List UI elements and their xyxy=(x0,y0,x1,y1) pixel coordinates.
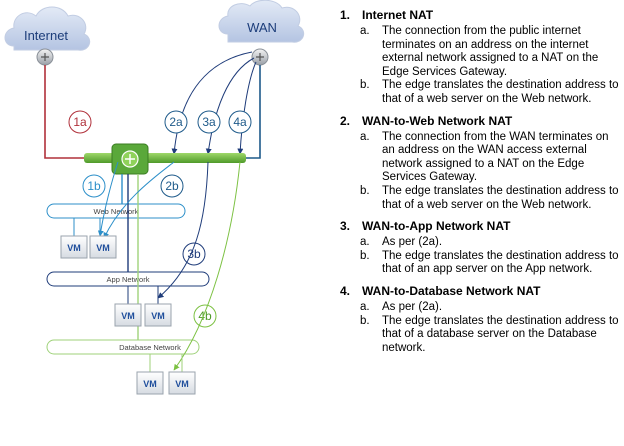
nat-section: 1. Internet NAT a. The connection from the … xyxy=(340,8,622,107)
edge-uplink-bar xyxy=(84,153,246,163)
svg-text:VM: VM xyxy=(143,379,157,389)
section-title: 4. WAN-to-Database Network NAT xyxy=(340,284,622,299)
arrow-3a xyxy=(205,57,255,155)
app-network-label: App Network xyxy=(107,275,150,284)
app-vm-stubs xyxy=(127,286,159,304)
nat-section: 4. WAN-to-Database Network NAT a. As per (2… xyxy=(340,284,622,355)
section-number: 1. xyxy=(340,8,351,22)
section-title-text: WAN-to-Database Network NAT xyxy=(362,283,541,298)
item-text: The edge translates the destination addr… xyxy=(382,249,619,276)
app-vm-1: VM xyxy=(114,303,142,327)
nat-description: 1. Internet NAT a. The connection from the … xyxy=(340,8,622,362)
svg-text:VM: VM xyxy=(175,379,189,389)
arrow-2a xyxy=(171,51,253,155)
app-network: App Network xyxy=(46,271,210,287)
section-title: 3. WAN-to-App Network NAT xyxy=(340,219,622,234)
item-label: b. xyxy=(360,314,370,327)
db-vm-1: VM xyxy=(136,371,164,395)
web-network: Web Network xyxy=(46,203,186,219)
section-item: a. The connection from the WAN terminates… xyxy=(340,131,622,185)
web-vm-1: VM xyxy=(60,235,88,259)
section-title: 2. WAN-to-Web Network NAT xyxy=(340,114,622,129)
section-item: b. The edge translates the destination ad… xyxy=(340,315,622,356)
section-item: b. The edge translates the destination ad… xyxy=(340,79,622,106)
item-text: As per (2a). xyxy=(382,236,443,249)
nat-diagram: Internet WAN 1a 2a 3a 4a 1b xyxy=(4,0,305,395)
badge-1a: 1a xyxy=(73,115,87,129)
wan-router-icon xyxy=(251,48,269,66)
section-title-text: Internet NAT xyxy=(362,8,434,22)
svg-text:VM: VM xyxy=(67,243,81,253)
section-item: a. As per (2a). xyxy=(340,301,622,315)
item-text: The edge translates the destination addr… xyxy=(382,184,619,211)
database-network-label: Database Network xyxy=(119,343,181,352)
item-label: a. xyxy=(360,300,370,313)
section-number: 4. xyxy=(340,283,351,298)
section-item: b. The edge translates the destination ad… xyxy=(340,185,622,212)
item-label: b. xyxy=(360,184,370,197)
web-network-label: Web Network xyxy=(94,207,139,216)
wan-label: WAN xyxy=(247,20,277,35)
badge-3b: 3b xyxy=(187,247,201,261)
section-item: a. The connection from the public interne… xyxy=(340,25,622,79)
svg-text:VM: VM xyxy=(96,243,110,253)
web-vm-stubs xyxy=(73,218,101,236)
nat-section: 2. WAN-to-Web Network NAT a. The connection… xyxy=(340,114,622,213)
badge-1b: 1b xyxy=(87,179,101,193)
db-vm-2: VM xyxy=(168,371,196,395)
database-network: Database Network xyxy=(46,339,200,355)
item-text: The edge translates the destination addr… xyxy=(382,314,619,354)
internet-cloud: Internet xyxy=(4,6,91,51)
db-vm-stubs xyxy=(149,354,183,372)
section-title-text: WAN-to-Web Network NAT xyxy=(362,113,513,128)
section-title-text: WAN-to-App Network NAT xyxy=(362,219,511,234)
section-number: 3. xyxy=(340,219,351,234)
app-vm-2: VM xyxy=(144,303,172,327)
item-label: a. xyxy=(360,236,370,249)
arrow-4b xyxy=(173,161,241,371)
edge-gateway-icon xyxy=(111,143,149,175)
web-vm-2: VM xyxy=(89,235,117,259)
badge-2b: 2b xyxy=(165,179,179,193)
item-label: a. xyxy=(360,25,370,37)
section-item: b. The edge translates the destination ad… xyxy=(340,250,622,277)
item-label: b. xyxy=(360,79,370,92)
arrow-2b xyxy=(103,161,175,239)
svg-text:VM: VM xyxy=(151,311,165,321)
arrow-1b xyxy=(97,161,119,237)
section-number: 2. xyxy=(340,113,351,128)
section-title: 1. Internet NAT xyxy=(340,8,622,23)
badge-4a: 4a xyxy=(233,115,247,129)
item-text: The edge translates the destination addr… xyxy=(382,79,619,105)
internet-router-icon xyxy=(36,48,54,66)
badge-3a: 3a xyxy=(202,115,216,129)
badge-2a: 2a xyxy=(169,115,183,129)
item-text: As per (2a). xyxy=(382,300,443,313)
arrow-4a xyxy=(237,61,257,155)
svg-text:VM: VM xyxy=(121,311,135,321)
item-text: The connection from the WAN terminates o… xyxy=(382,130,609,184)
internet-label: Internet xyxy=(24,28,68,43)
section-item: a. As per (2a). xyxy=(340,236,622,250)
wan-cloud: WAN xyxy=(218,0,305,43)
item-label: a. xyxy=(360,130,370,143)
arrow-3b xyxy=(157,161,209,299)
item-label: b. xyxy=(360,249,370,262)
item-text: The connection from the public internet … xyxy=(382,25,599,78)
